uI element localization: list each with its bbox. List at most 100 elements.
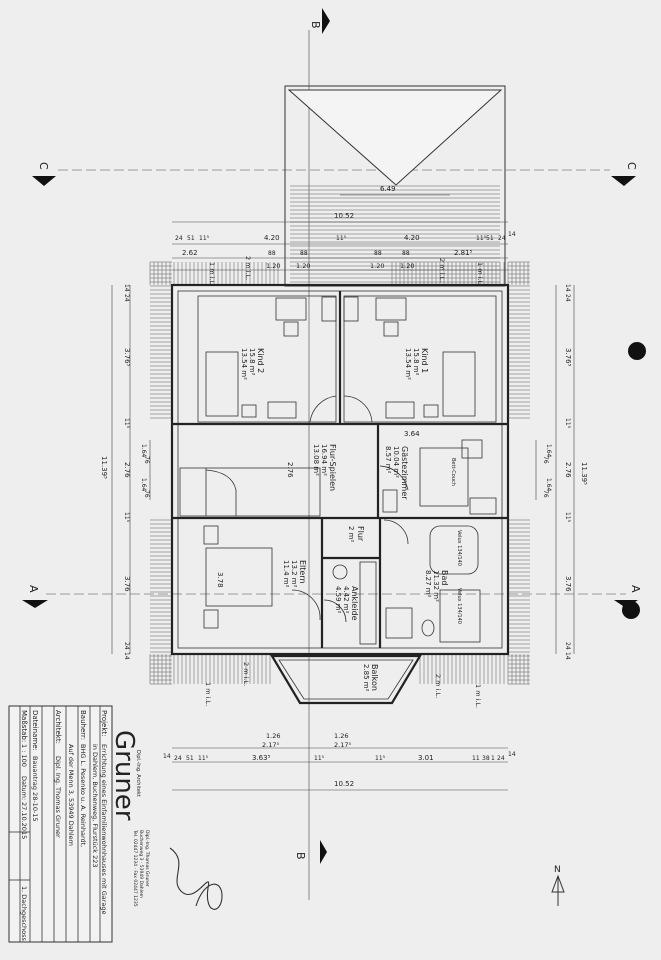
svg-text:14: 14 [508, 751, 516, 758]
svg-text:24: 24 [123, 642, 130, 650]
svg-text:Tel. 02447 1234 · Fax 02447 12: Tel. 02447 1234 · Fax 02447 1235 [132, 829, 138, 907]
svg-text:51: 51 [187, 235, 195, 242]
svg-text:76: 76 [542, 490, 549, 498]
section-mark-a: A A [22, 585, 642, 608]
svg-text:76: 76 [143, 456, 150, 464]
title-block-fields: Projekt: Errichtung eines Einfamilienwoh… [20, 710, 108, 942]
svg-text:BHG L. Pesenko u. A. Reinhardt: BHG L. Pesenko u. A. Reinhardt, [79, 744, 87, 847]
svg-text:88: 88 [402, 250, 410, 257]
svg-text:38: 38 [482, 755, 490, 762]
svg-text:1 m i.L.: 1 m i.L. [476, 262, 484, 286]
dormer-roof [284, 85, 506, 287]
svg-text:2 m i.L.: 2 m i.L. [434, 674, 442, 698]
room-area: 2 m² [347, 526, 355, 542]
room-name: Balkon [370, 664, 379, 691]
room-name: Gästezimmer [400, 446, 409, 500]
svg-text:11⁵: 11⁵ [375, 755, 386, 762]
svg-text:11⁵: 11⁵ [199, 235, 210, 242]
svg-text:Bauherr:: Bauherr: [79, 710, 87, 740]
svg-text:11⁵: 11⁵ [476, 235, 487, 242]
svg-text:10.52: 10.52 [334, 212, 354, 220]
room-area-net: 11.4 m² [282, 560, 290, 588]
svg-text:51: 51 [486, 235, 494, 242]
svg-text:1.64: 1.64 [545, 444, 552, 458]
svg-text:3.76⁵: 3.76⁵ [123, 348, 131, 367]
dimension-top: 6.49 10.52 4.20 4.20 11⁵ 24 51 11⁵ 11⁵ 5… [172, 185, 516, 271]
room-label-flur: Flur 2 m² [347, 526, 365, 542]
room-area: 16.94 m² [320, 444, 328, 476]
furniture [179, 296, 497, 645]
room-label-ankleide: Ankleide 4.42 m² 4.59 m² [334, 586, 359, 621]
room-area-net: 8.27 m² [424, 570, 432, 598]
svg-text:11.39⁵: 11.39⁵ [580, 462, 588, 485]
svg-text:in Dahlem, Buchenweg, Flurstüc: in Dahlem, Buchenweg, Flurstück 223 [91, 744, 99, 868]
svg-text:Errichtung eines Einfamilienwo: Errichtung eines Einfamilienwohnhauses m… [100, 744, 108, 915]
svg-text:1. Dachgeschoss: 1. Dachgeschoss [20, 886, 28, 942]
room-area: 4.42 m² [342, 586, 350, 614]
svg-text:11⁵: 11⁵ [123, 512, 130, 523]
room-name: Flur [356, 526, 365, 542]
svg-text:1 m i.L.: 1 m i.L. [204, 682, 212, 706]
room-name: Ankleide [350, 586, 359, 621]
svg-text:11.39⁵: 11.39⁵ [100, 456, 108, 479]
section-label: C [37, 162, 50, 170]
svg-text:14: 14 [163, 753, 171, 760]
section-label: B [294, 852, 307, 860]
section-label: B [309, 21, 322, 29]
svg-text:24: 24 [498, 235, 506, 242]
interior-walls [172, 291, 508, 648]
svg-text:14: 14 [564, 652, 571, 660]
section-mark-c: C C [32, 162, 638, 186]
svg-text:88: 88 [300, 250, 308, 257]
room-label-gaestezimmer: Gästezimmer 10.04 m² 8.57 m² Bett-Couch [384, 446, 456, 500]
outer-wall [170, 283, 510, 656]
svg-text:2.81⁵: 2.81⁵ [454, 249, 473, 257]
room-name: Flur-Spielen [328, 444, 337, 491]
room-label-eltern: Eltern 13.2 m² 11.4 m² [282, 560, 307, 588]
svg-text:76: 76 [542, 456, 549, 464]
room-area: 2.85 m² [362, 664, 370, 692]
title-block-firm: Dipl.-Ing. Architekt Gruner Dipl.-Ing. T… [109, 730, 150, 907]
svg-text:Dateiname:: Dateiname: [31, 710, 39, 751]
svg-text:11: 11 [472, 755, 480, 762]
room-label-balkon: Balkon 2.85 m² [362, 664, 379, 692]
svg-text:24: 24 [123, 294, 130, 302]
svg-text:11⁵: 11⁵ [198, 755, 209, 762]
svg-text:4.20: 4.20 [264, 234, 280, 242]
section-label: C [625, 162, 638, 170]
room-name: Bad [440, 570, 449, 585]
room-area: 13.2 m² [290, 560, 298, 588]
svg-text:2 m i.L.: 2 m i.L. [242, 662, 250, 686]
svg-text:N: N [554, 865, 561, 875]
svg-text:1.20: 1.20 [370, 262, 384, 270]
svg-text:11⁵: 11⁵ [314, 755, 325, 762]
svg-text:88: 88 [374, 250, 382, 257]
svg-text:3.76: 3.76 [564, 576, 572, 592]
room-area: 15.8 m² [248, 348, 256, 376]
svg-text:14: 14 [564, 284, 571, 292]
room-area-net: 4.59 m² [334, 586, 342, 614]
room-area-net: 8.57 m² [384, 446, 392, 474]
svg-text:Dipl.-Ing. Thomas Gruner: Dipl.-Ing. Thomas Gruner [144, 830, 150, 887]
svg-text:2.76: 2.76 [564, 462, 572, 478]
velux-window-label: Velux 134/140 [456, 588, 462, 624]
room-area: 11.32 m² [432, 570, 440, 602]
svg-text:Datum:: Datum: [20, 776, 28, 800]
svg-text:1.64: 1.64 [140, 444, 147, 458]
svg-text:1: 1 [491, 755, 495, 762]
svg-text:1.64: 1.64 [140, 478, 147, 492]
title-block [8, 705, 113, 943]
room-area-net: 13.08 m² [312, 444, 320, 476]
svg-text:Maßstab:: Maßstab: [20, 710, 28, 742]
svg-text:11⁵: 11⁵ [564, 512, 571, 523]
svg-text:24: 24 [564, 294, 571, 302]
section-label: A [27, 585, 40, 593]
section-mark-b-top: B [308, 8, 330, 900]
svg-text:2.17⁵: 2.17⁵ [334, 741, 351, 749]
bed-couch-label: Bett-Couch [450, 458, 456, 486]
svg-text:Auf der Menn 3, 53949 Dahlem: Auf der Menn 3, 53949 Dahlem [67, 744, 75, 846]
svg-text:24: 24 [175, 235, 183, 242]
dimension-right: 11.39⁵ 3.76⁵ 3.76 2.76 11⁵ 11⁵ 1.64 76 1… [535, 284, 588, 660]
svg-text:1.20: 1.20 [296, 262, 310, 270]
